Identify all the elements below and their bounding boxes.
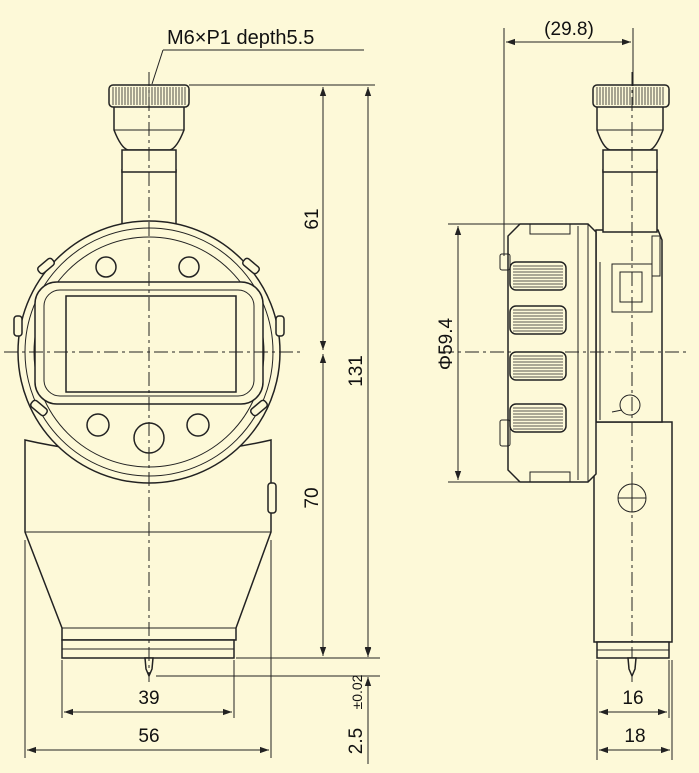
side-indenter-tip: [627, 657, 637, 678]
side-stem: [602, 169, 658, 233]
dim-18-label: 18: [624, 726, 645, 747]
front-dimension-lines: [27, 87, 372, 764]
dim-tip-label: 2.5: [346, 728, 367, 754]
dim-56-label: 56: [138, 726, 159, 747]
front-extension-lines: [24, 49, 380, 758]
front-lcd-screen: [65, 295, 237, 393]
front-side-knob: [267, 482, 277, 514]
dim-offset-label: (29.8): [544, 19, 594, 40]
side-grip-pattern: [509, 261, 567, 433]
dim-16-label: 16: [622, 688, 643, 709]
dimension-labels: M6×P1 depth5.5 61 131 70 39 56 2.5 ±0.02…: [138, 19, 645, 754]
dim-70-label: 70: [302, 487, 323, 508]
dim-diameter-label: Φ59.4: [436, 317, 457, 370]
side-view: [440, 72, 690, 682]
side-stem-collar: [596, 104, 664, 151]
dim-131-label: 131: [346, 355, 367, 387]
side-knurl-pattern: [596, 87, 664, 105]
front-view: [4, 72, 300, 682]
front-button-bottom-right: [186, 413, 210, 437]
side-dimension-lines: [448, 28, 673, 760]
side-housing: [593, 421, 673, 643]
side-knurled-cap: [592, 84, 670, 108]
front-button-top-left: [95, 256, 117, 278]
thread-label: M6×P1 depth5.5: [167, 27, 314, 49]
front-button-bottom-left: [86, 413, 110, 437]
dim-61-label: 61: [302, 208, 323, 229]
front-button-top-right: [178, 256, 200, 278]
dim-39-label: 39: [138, 688, 159, 709]
front-bezel-grips: [13, 257, 285, 417]
dim-tip-tolerance-label: ±0.02: [349, 674, 365, 709]
front-knurl-pattern: [112, 87, 186, 105]
